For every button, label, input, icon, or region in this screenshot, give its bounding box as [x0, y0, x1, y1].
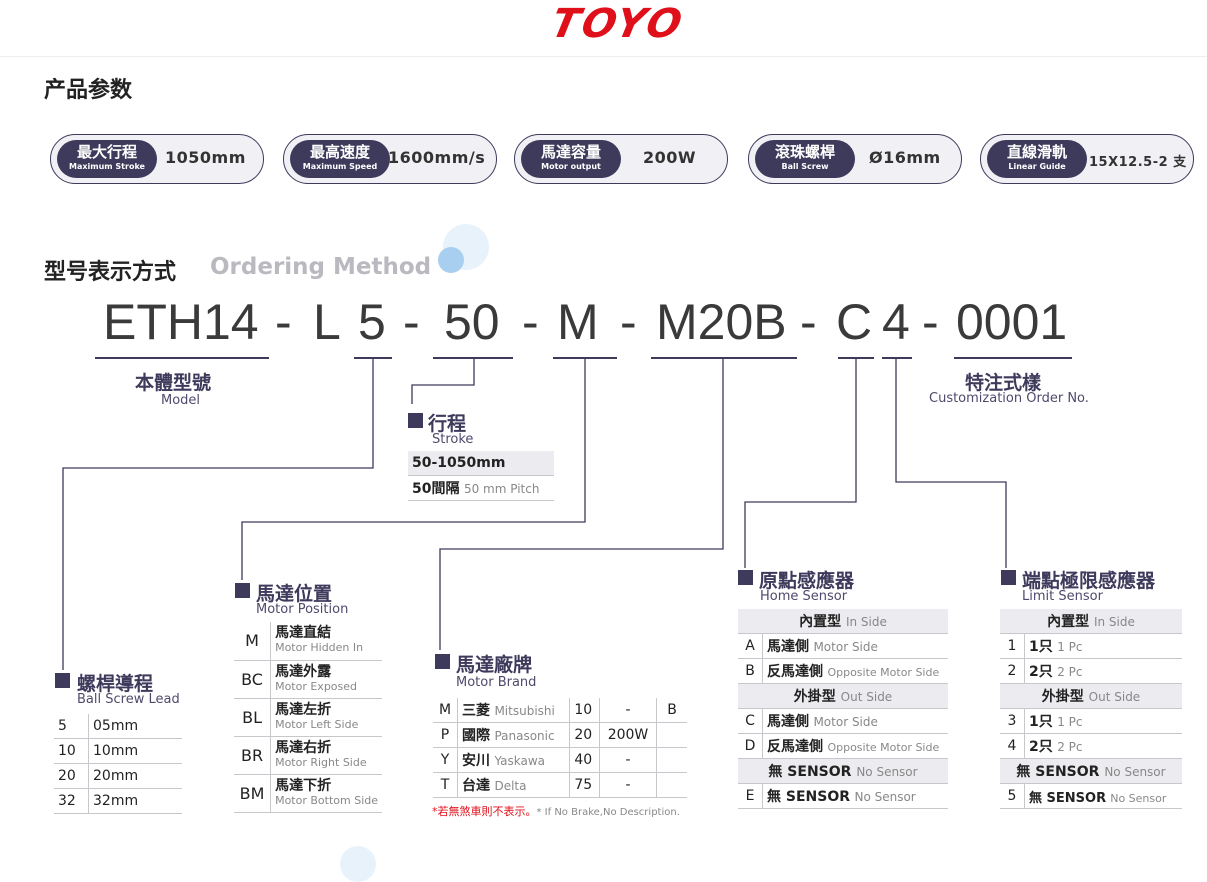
header-bar [0, 0, 1207, 57]
bullet-square [408, 413, 423, 428]
limit-title: 端點極限感應器 [1022, 570, 1156, 592]
stroke-table: 50-1050mm 50間隔 50 mm Pitch [408, 451, 554, 501]
position-title: 馬達位置 [256, 583, 333, 605]
custom-label: 特注式樣 [965, 372, 1042, 394]
code-motor: M20B [656, 294, 787, 350]
code-dash: - [922, 294, 939, 350]
home-title: 原點感應器 [759, 570, 855, 592]
params-title: 产品参数 [44, 78, 133, 103]
spec-value: 200W [643, 148, 697, 167]
brake-code: B [656, 698, 687, 723]
code-lead-prefix: L [313, 294, 341, 350]
model-label: 本體型號 [135, 372, 212, 394]
spec-value: 1050mm [165, 148, 246, 167]
underline [95, 357, 269, 359]
stroke-title-en: Stroke [432, 432, 474, 447]
bullet-square [55, 673, 70, 688]
home-title-en: Home Sensor [760, 589, 848, 604]
model-label-en: Model [161, 393, 201, 408]
spec-value: Ø16mm [869, 148, 941, 167]
code-stroke: 50 [444, 294, 500, 350]
spec-value: 15X12.5-2 支 [1089, 155, 1187, 170]
connector-lines [62, 358, 1007, 670]
bullet-square [1001, 570, 1016, 585]
brake-note: *若無煞車則不表示。* If No Brake,No Description. [432, 805, 680, 818]
stroke-title: 行程 [428, 413, 467, 435]
underline [882, 357, 912, 359]
code-dash: - [522, 294, 539, 350]
code-limit: 4 [882, 294, 910, 350]
code-dash: - [403, 294, 420, 350]
position-title-en: Motor Position [256, 602, 349, 617]
code-dash: - [275, 294, 292, 350]
decor-dot [438, 247, 464, 273]
lead-title: 螺桿導程 [77, 673, 154, 695]
code-position: M [557, 294, 599, 350]
code-lead: 5 [358, 294, 386, 350]
underline [954, 357, 1072, 359]
ordering-subtitle: Ordering Method [210, 254, 432, 280]
underline [433, 357, 513, 359]
code-home: C [836, 294, 873, 350]
code-dash: - [620, 294, 637, 350]
spec-value: 1600mm/s [388, 148, 486, 167]
bullet-square [235, 583, 250, 598]
code-model: ETH14 [103, 294, 259, 350]
code-custom: 0001 [956, 294, 1068, 350]
code-dash: - [800, 294, 817, 350]
brand-title: 馬達廠牌 [456, 654, 533, 676]
brand-title-en: Motor Brand [456, 675, 537, 690]
bullet-square [738, 570, 753, 585]
bullet-square [435, 654, 450, 669]
custom-label-en: Customization Order No. [929, 391, 1089, 406]
limit-title-en: Limit Sensor [1022, 589, 1103, 604]
lead-title-en: Ball Screw Lead [77, 692, 180, 707]
underline [651, 357, 797, 359]
ordering-title: 型号表示方式 [44, 260, 177, 285]
